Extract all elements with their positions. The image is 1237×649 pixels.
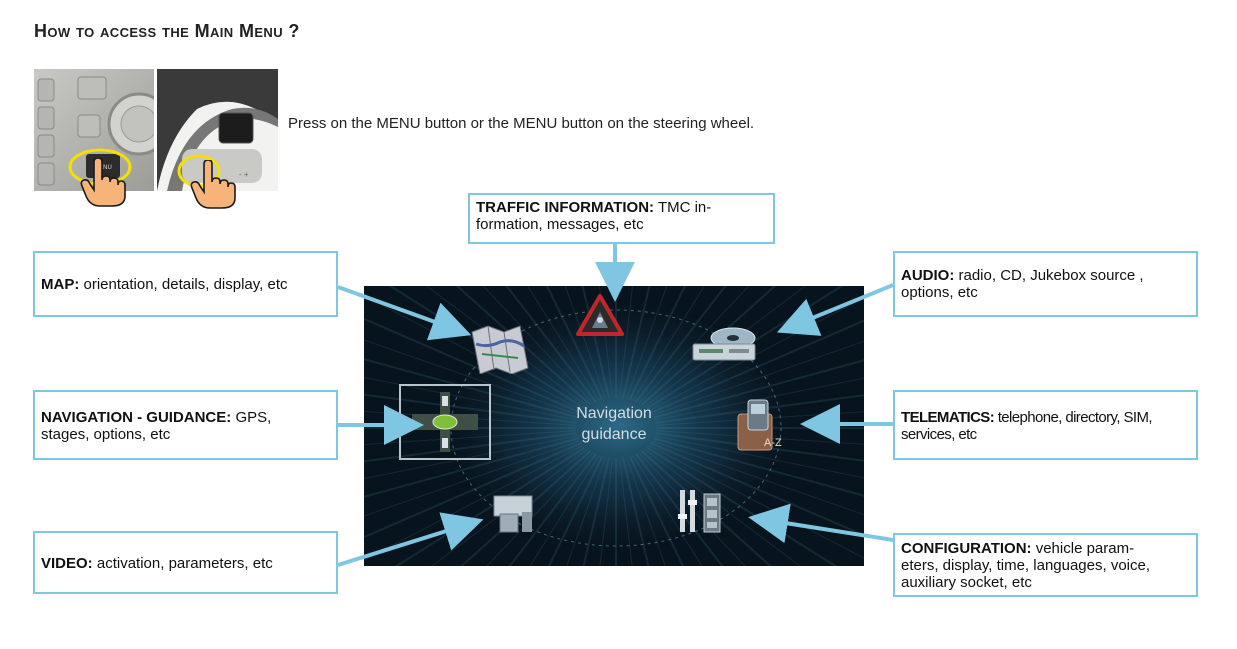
- callout-label: NAVIGATION - GUIDANCE:: [41, 409, 232, 426]
- traffic-warning-icon[interactable]: [576, 294, 624, 336]
- screen-ray: [655, 430, 864, 445]
- screen-ray: [364, 339, 580, 416]
- pointing-hand-icon: [190, 160, 236, 209]
- screen-ray: [643, 448, 801, 566]
- screen-ray: [632, 454, 703, 566]
- callout-label: AUDIO:: [901, 267, 955, 284]
- screen-ray: [364, 358, 579, 419]
- callout-configuration: CONFIGURATION: vehicle param- eters, dis…: [893, 533, 1198, 597]
- navigation-icon[interactable]: [412, 392, 478, 452]
- callout-label: CONFIGURATION:: [901, 540, 1032, 557]
- screen-ray: [582, 457, 611, 566]
- pointing-hand-icon: [80, 158, 126, 207]
- screen-ray: [641, 450, 772, 566]
- screen-ray: [655, 432, 864, 462]
- callout-video: VIDEO: activation, parameters, etc: [33, 531, 338, 594]
- screen-ray: [638, 452, 746, 566]
- callout-label: TRAFFIC INFORMATION:: [476, 199, 655, 216]
- screen-ray: [486, 452, 594, 566]
- screen-ray: [599, 457, 614, 566]
- screen-ray: [431, 448, 589, 566]
- screen-ray: [635, 453, 724, 566]
- screen-ray: [364, 432, 577, 463]
- center-label-line1: Navigation: [576, 405, 652, 422]
- screen-ray: [529, 454, 600, 566]
- screen-ray: [455, 286, 591, 406]
- screen-ray: [641, 286, 777, 406]
- screen-ray: [625, 456, 666, 566]
- screen-ray: [364, 440, 580, 517]
- screen-ray: [566, 456, 607, 566]
- svg-text:- +: - +: [239, 170, 249, 179]
- screen-ray: [653, 359, 864, 419]
- screen-ray: [581, 286, 611, 399]
- screen-ray: [654, 435, 864, 479]
- screen-ray: [621, 457, 650, 566]
- main-menu-screen: A-Z Navigation guidance: [364, 286, 864, 566]
- screen-ray: [635, 286, 727, 403]
- screen-ray: [508, 453, 597, 566]
- screen-ray: [364, 430, 577, 446]
- callout-telematics: TELEMATICS: telephone, directory, SIM, s…: [893, 390, 1198, 460]
- screen-ray: [527, 286, 600, 402]
- callout-label: VIDEO:: [41, 555, 93, 572]
- screen-ray: [653, 437, 864, 497]
- screen-ray: [364, 437, 579, 498]
- screen-ray: [655, 411, 864, 426]
- video-icon[interactable]: [492, 492, 536, 536]
- callout-label: TELEMATICS:: [901, 409, 995, 426]
- screen-ray: [638, 286, 750, 404]
- callout-map: MAP: orientation, details, display, etc: [33, 251, 338, 317]
- telephone-directory-icon[interactable]: A-Z: [734, 398, 786, 452]
- screen-ray: [545, 286, 604, 401]
- screen-ray: [652, 440, 864, 516]
- screen-ray: [628, 286, 687, 401]
- map-icon[interactable]: [468, 324, 534, 374]
- screen-ray: [564, 286, 607, 400]
- callout-navigation-guidance: NAVIGATION - GUIDANCE: GPS, stages, opti…: [33, 390, 338, 460]
- screen-ray: [652, 340, 864, 416]
- callout-traffic-information: TRAFFIC INFORMATION: TMC in- formation, …: [468, 193, 775, 244]
- screen-ray: [482, 286, 594, 404]
- screen-ray: [364, 435, 578, 480]
- screen-ray: [628, 455, 685, 566]
- screen-ray: [625, 286, 668, 400]
- screen-ray: [505, 286, 597, 403]
- screen-ray: [655, 394, 864, 424]
- page-title: How to access the Main Menu ?: [34, 21, 300, 41]
- screen-ray: [618, 457, 633, 566]
- screen-ray: [364, 393, 577, 424]
- callout-label: MAP:: [41, 276, 80, 293]
- screen-center-label: Navigation guidance: [549, 403, 679, 445]
- screen-ray: [654, 377, 864, 421]
- svg-text:MENU: MENU: [94, 165, 112, 171]
- screen-ray: [621, 286, 651, 399]
- screen-ray: [632, 286, 705, 402]
- center-label-line2: guidance: [581, 426, 647, 443]
- screen-ray: [547, 455, 604, 566]
- audio-icon[interactable]: [689, 322, 763, 364]
- console-menu-photo: MENU: [34, 69, 154, 191]
- svg-text:A-Z: A-Z: [764, 437, 782, 449]
- callout-audio: AUDIO: radio, CD, Jukebox source , optio…: [893, 251, 1198, 317]
- steering-wheel-menu-photo: - +: [157, 69, 278, 191]
- instruction-text: Press on the MENU button or the MENU but…: [288, 115, 755, 132]
- configuration-icon[interactable]: [678, 486, 724, 536]
